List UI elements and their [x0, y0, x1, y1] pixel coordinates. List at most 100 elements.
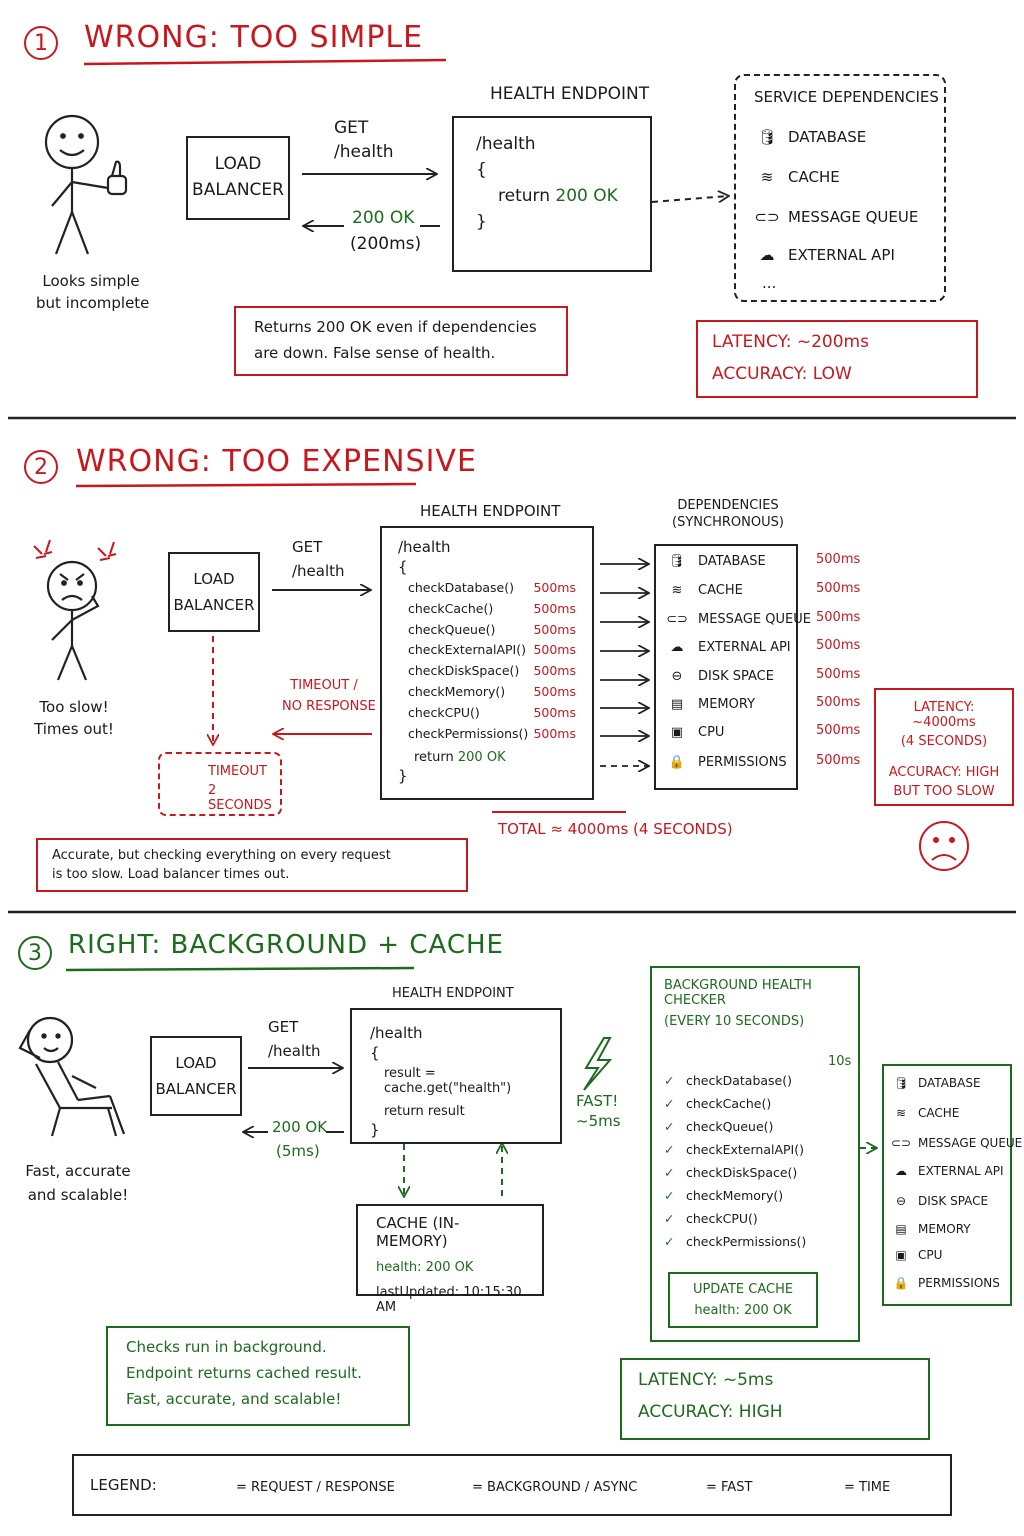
- legend-request: = REQUEST / RESPONSE: [236, 1480, 395, 1495]
- section-1-title: WRONG: TOO SIMPLE: [84, 20, 424, 55]
- check-row: checkDiskSpace()500ms: [408, 663, 576, 679]
- bg-check-row: ✓checkDiskSpace(): [664, 1161, 846, 1184]
- bg-check-row: ✓checkMemory(): [664, 1184, 846, 1207]
- dependency-row: ⊖DISK SPACE: [890, 1194, 988, 1208]
- endpoint-1-title: HEALTH ENDPOINT: [490, 84, 650, 104]
- cloud-icon: ☁: [670, 640, 684, 655]
- checkmark-icon: ✓: [664, 1211, 675, 1226]
- dependency-row: ⊖DISK SPACE: [664, 669, 774, 684]
- section-3-number: 3: [18, 936, 52, 970]
- figure-2-caption: Too slow!Times out!: [34, 698, 114, 738]
- service-dependencies-1: SERVICE DEPENDENCIES 🛢DATABASE ≋CACHE ⊂⊃…: [734, 74, 946, 302]
- health-endpoint-3: /health { result = cache.get("health") r…: [350, 1008, 562, 1144]
- dependencies-2-title: DEPENDENCIES(SYNCHRONOUS): [672, 498, 784, 530]
- response-3-time: (5ms): [276, 1142, 320, 1160]
- timeout-label: TIMEOUT /NO RESPONSE: [282, 678, 376, 714]
- background-checker: BACKGROUND HEALTH CHECKER (EVERY 10 SECO…: [650, 966, 860, 1342]
- metrics-2: LATENCY: ~4000ms (4 SECONDS) ACCURACY: H…: [874, 688, 1014, 806]
- dependency-row: ☁EXTERNAL API: [890, 1164, 1004, 1178]
- dependency-time: 500ms: [816, 723, 861, 738]
- endpoint-3-title: HEALTH ENDPOINT: [392, 986, 514, 1001]
- legend-title: LEGEND:: [90, 1476, 157, 1494]
- cpu-icon: ▣: [895, 1248, 907, 1262]
- lock-icon: 🔒: [668, 755, 686, 770]
- database-icon: 🛢: [757, 128, 777, 146]
- stick-figure-angry: [46, 560, 100, 681]
- note-2: Accurate, but checking everything on eve…: [36, 838, 468, 892]
- legend-fast: = FAST: [706, 1480, 753, 1495]
- total-time: TOTAL ≈ 4000ms (4 SECONDS): [498, 820, 733, 838]
- check-row: checkCache()500ms: [408, 600, 576, 616]
- dependencies-3-box: 🛢DATABASE≋CACHE⊂⊃MESSAGE QUEUE☁EXTERNAL …: [882, 1064, 1022, 1306]
- queue-icon: ⊂⊃: [754, 208, 780, 226]
- dependency-row: 🔒PERMISSIONS: [890, 1276, 1000, 1290]
- legend-background: = BACKGROUND / ASYNC: [472, 1480, 638, 1495]
- section-2-title: WRONG: TOO EXPENSIVE: [76, 444, 477, 479]
- cache-icon: ≋: [760, 168, 774, 186]
- health-endpoint-1: /health { return 200 OK }: [452, 116, 652, 272]
- metrics-3: LATENCY: ~5ms ACCURACY: HIGH: [620, 1358, 930, 1440]
- response-1-time: (200ms): [350, 234, 422, 254]
- checkmark-icon: ✓: [664, 1234, 675, 1249]
- cache-icon: ≋: [671, 583, 683, 598]
- request-2-label: GET/health: [292, 538, 345, 580]
- stick-figure-relaxed: [18, 1016, 126, 1137]
- endpoint-2-title: HEALTH ENDPOINT: [420, 502, 561, 520]
- dependency-time: 500ms: [816, 753, 861, 768]
- dependency-row: ▣CPU: [890, 1248, 942, 1262]
- checkmark-icon: ✓: [664, 1119, 675, 1134]
- check-row: checkMemory()500ms: [408, 683, 576, 699]
- dependency-time: 500ms: [816, 581, 861, 596]
- response-3-status: 200 OK: [272, 1118, 328, 1136]
- queue-icon: ⊂⊃: [890, 1136, 912, 1150]
- dependency-time: 500ms: [816, 552, 861, 567]
- queue-icon: ⊂⊃: [666, 612, 688, 627]
- dependency-row: ▣CPU: [664, 725, 725, 740]
- check-row: checkExternalAPI()500ms: [408, 642, 576, 658]
- sad-face-icon: [919, 821, 969, 871]
- dependency-row: ▤MEMORY: [664, 697, 755, 712]
- update-cache-box: UPDATE CACHE health: 200 OK: [668, 1272, 818, 1328]
- checkmark-icon: ✓: [664, 1096, 675, 1111]
- dependency-row: 🛢DATABASE: [890, 1076, 980, 1090]
- dependencies-2-box: 🛢DATABASE≋CACHE⊂⊃MESSAGE QUEUE☁EXTERNAL …: [654, 544, 811, 790]
- dependency-time: 500ms: [816, 695, 861, 710]
- check-row: checkQueue()500ms: [408, 621, 576, 637]
- dependency-time: 500ms: [816, 667, 861, 682]
- dependency-row: ⊂⊃MESSAGE QUEUE: [664, 612, 811, 627]
- lock-icon: 🔒: [893, 1276, 909, 1290]
- memory-icon: ▤: [895, 1222, 907, 1236]
- cache-icon: ≋: [895, 1106, 907, 1120]
- checkmark-icon: ✓: [664, 1142, 675, 1157]
- lightning-icon: [583, 1037, 613, 1091]
- memory-icon: ▤: [670, 697, 684, 712]
- request-3-label: GET/health: [268, 1018, 321, 1060]
- dependency-row: ≋CACHE: [664, 583, 743, 598]
- section-1-number: 1: [24, 26, 58, 60]
- section-3-title: RIGHT: BACKGROUND + CACHE: [68, 930, 504, 960]
- note-3: Checks run in background. Endpoint retur…: [106, 1326, 410, 1426]
- checkmark-icon: ✓: [664, 1073, 675, 1088]
- cloud-icon: ☁: [759, 246, 775, 264]
- cpu-icon: ▣: [670, 725, 684, 740]
- dependency-row: ☁EXTERNAL API: [664, 640, 791, 655]
- dependency-row: ⊂⊃MESSAGE QUEUE: [890, 1136, 1023, 1150]
- response-1-status: 200 OK: [352, 208, 415, 228]
- section-2-number: 2: [24, 450, 58, 484]
- checkmark-icon: ✓: [664, 1165, 675, 1180]
- stick-figure-happy: [44, 114, 128, 255]
- check-row: checkDatabase()500ms: [408, 580, 576, 595]
- anger-marks: [33, 539, 117, 561]
- bg-check-row: ✓checkExternalAPI(): [664, 1138, 846, 1161]
- bg-check-row: ✓checkQueue(): [664, 1115, 846, 1138]
- disk-icon: ⊖: [895, 1194, 907, 1208]
- bg-check-row: ✓checkPermissions(): [664, 1230, 846, 1253]
- legend-time: = TIME: [844, 1480, 891, 1495]
- check-row: checkPermissions()500ms: [408, 725, 576, 741]
